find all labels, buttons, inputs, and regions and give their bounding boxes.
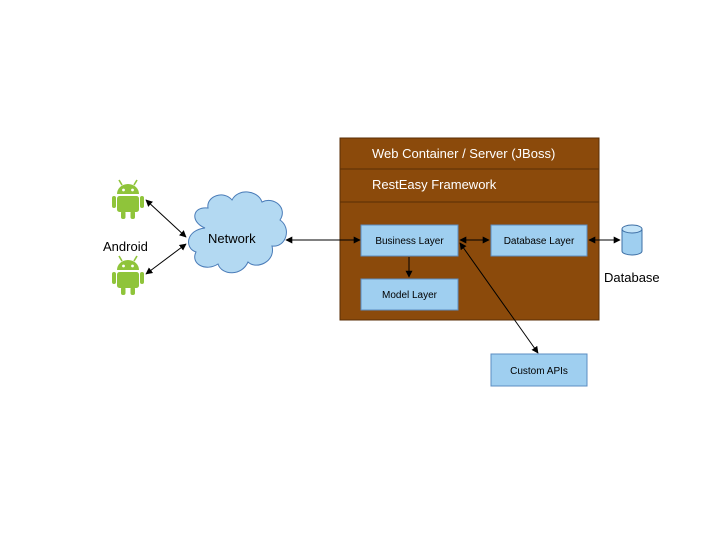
android-top-icon xyxy=(111,179,145,220)
framework-label: RestEasy Framework xyxy=(372,177,497,192)
server-title: Web Container / Server (JBoss) xyxy=(372,146,555,161)
business-layer-label: Business Layer xyxy=(375,236,444,247)
android-top-network-arrow xyxy=(145,199,187,238)
network-label: Network xyxy=(208,231,256,246)
database-layer-label: Database Layer xyxy=(504,236,575,247)
android-bottom-icon xyxy=(111,255,145,296)
model-layer-label: Model Layer xyxy=(382,290,438,301)
custom-apis-box xyxy=(490,353,588,387)
database-cylinder-icon xyxy=(621,224,643,256)
business-custom-apis-arrow xyxy=(459,242,539,354)
database-label: Database xyxy=(604,270,660,285)
android-label: Android xyxy=(103,239,148,254)
model-layer-box xyxy=(360,278,459,311)
business-layer-box xyxy=(360,224,459,257)
custom-apis-label: Custom APIs xyxy=(510,366,568,377)
android-bottom-network-arrow xyxy=(145,243,187,275)
